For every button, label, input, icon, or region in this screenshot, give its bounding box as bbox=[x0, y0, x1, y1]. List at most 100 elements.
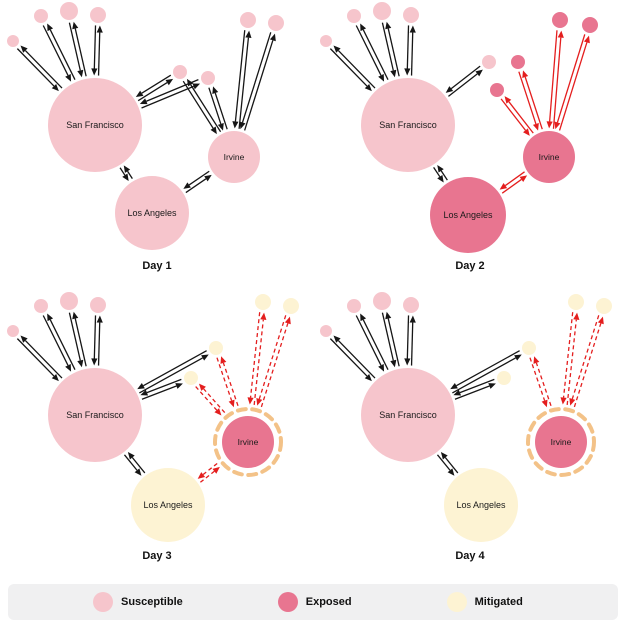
edge-arrowhead bbox=[91, 358, 98, 366]
susceptible-swatch-icon bbox=[93, 592, 113, 612]
edge-arrowhead bbox=[137, 382, 145, 390]
edge-line bbox=[524, 76, 543, 130]
city-label: Los Angeles bbox=[443, 210, 493, 220]
contact-node bbox=[373, 2, 391, 20]
edge-arrowhead bbox=[72, 311, 79, 320]
edge-line bbox=[535, 362, 552, 407]
edge-line bbox=[203, 388, 226, 413]
edge-arrowhead bbox=[65, 73, 72, 82]
edge-line bbox=[42, 315, 69, 366]
edge-arrowhead bbox=[247, 397, 254, 405]
contact-node bbox=[320, 325, 332, 337]
edge-arrowhead bbox=[47, 313, 54, 322]
legend-item-mitigated: Mitigated bbox=[446, 592, 523, 612]
contact-node bbox=[34, 299, 48, 313]
edge-arrowhead bbox=[165, 78, 174, 86]
edge-line bbox=[387, 28, 400, 77]
edge-arrowhead bbox=[409, 315, 416, 323]
edge-arrowhead bbox=[127, 452, 135, 460]
contact-node bbox=[90, 297, 106, 313]
edge-line bbox=[573, 323, 602, 408]
edge-line bbox=[508, 101, 534, 134]
edge-line bbox=[362, 29, 389, 80]
city-label: San Francisco bbox=[66, 120, 124, 130]
edge-line bbox=[504, 171, 525, 187]
edge-line bbox=[24, 340, 63, 379]
edge-line bbox=[362, 319, 389, 370]
edge-arrowhead bbox=[77, 69, 84, 78]
edge-line bbox=[253, 319, 264, 406]
edge-line bbox=[68, 22, 81, 71]
edge-line bbox=[562, 312, 574, 398]
edge-arrowhead bbox=[220, 356, 227, 364]
contact-node bbox=[201, 71, 215, 85]
edge-arrowhead bbox=[186, 78, 194, 87]
city-label: San Francisco bbox=[66, 410, 124, 420]
edge-line bbox=[97, 32, 101, 76]
edge-arrowhead bbox=[445, 86, 454, 93]
edge-line bbox=[195, 386, 218, 411]
city-label: San Francisco bbox=[379, 410, 437, 420]
edge-arrowhead bbox=[488, 383, 496, 389]
edge-arrowhead bbox=[212, 466, 220, 474]
edge-line bbox=[249, 312, 261, 398]
edge-line bbox=[406, 315, 410, 359]
edge-arrowhead bbox=[228, 399, 235, 408]
edge-line bbox=[74, 28, 87, 77]
edge-arrowhead bbox=[573, 312, 580, 320]
city-node-los-angeles bbox=[115, 176, 189, 250]
edge-line bbox=[337, 340, 376, 379]
edge-line bbox=[552, 37, 562, 129]
edge-arrowhead bbox=[360, 313, 367, 322]
edge-line bbox=[68, 312, 81, 361]
contact-node bbox=[320, 35, 332, 47]
day-label: Day 3 bbox=[142, 550, 171, 562]
contact-node bbox=[60, 292, 78, 310]
city-label: Irvine bbox=[539, 152, 560, 162]
contact-node bbox=[240, 12, 256, 28]
edge-line bbox=[571, 315, 600, 400]
edge-line bbox=[16, 48, 55, 87]
edge-line bbox=[387, 318, 400, 367]
edge-line bbox=[433, 167, 441, 178]
edge-arrowhead bbox=[532, 122, 539, 131]
city-node-san-francisco bbox=[48, 78, 142, 172]
edge-arrowhead bbox=[135, 90, 144, 97]
edge-arrowhead bbox=[541, 399, 548, 408]
edge-arrowhead bbox=[404, 358, 411, 366]
quarantine-ring bbox=[526, 407, 596, 477]
contact-node bbox=[7, 35, 19, 47]
edge-arrowhead bbox=[437, 174, 444, 183]
edge-arrowhead bbox=[378, 363, 385, 372]
edge-line bbox=[185, 178, 207, 194]
day-label: Day 2 bbox=[455, 260, 484, 272]
edge-arrowhead bbox=[198, 383, 206, 391]
edge-line bbox=[337, 50, 376, 89]
edge-line bbox=[141, 85, 194, 109]
edge-line bbox=[49, 29, 76, 80]
edge-arrowhead bbox=[475, 69, 483, 77]
edge-line bbox=[97, 322, 101, 366]
edge-arrowhead bbox=[96, 315, 103, 323]
contact-node bbox=[373, 292, 391, 310]
edge-arrowhead bbox=[390, 69, 397, 78]
edge-line bbox=[137, 82, 168, 102]
edge-arrowhead bbox=[51, 83, 59, 92]
city-label: Irvine bbox=[238, 437, 259, 447]
edge-arrowhead bbox=[284, 316, 291, 325]
edge-arrowhead bbox=[134, 468, 142, 476]
edge-line bbox=[381, 22, 394, 71]
contact-node bbox=[60, 2, 78, 20]
edge-arrowhead bbox=[139, 98, 148, 105]
legend-label-susceptible: Susceptible bbox=[121, 596, 183, 608]
edge-arrowhead bbox=[175, 383, 183, 389]
edge-line bbox=[244, 40, 274, 131]
edge-arrowhead bbox=[183, 182, 191, 189]
contact-node bbox=[347, 299, 361, 313]
edge-arrowhead bbox=[65, 363, 72, 372]
